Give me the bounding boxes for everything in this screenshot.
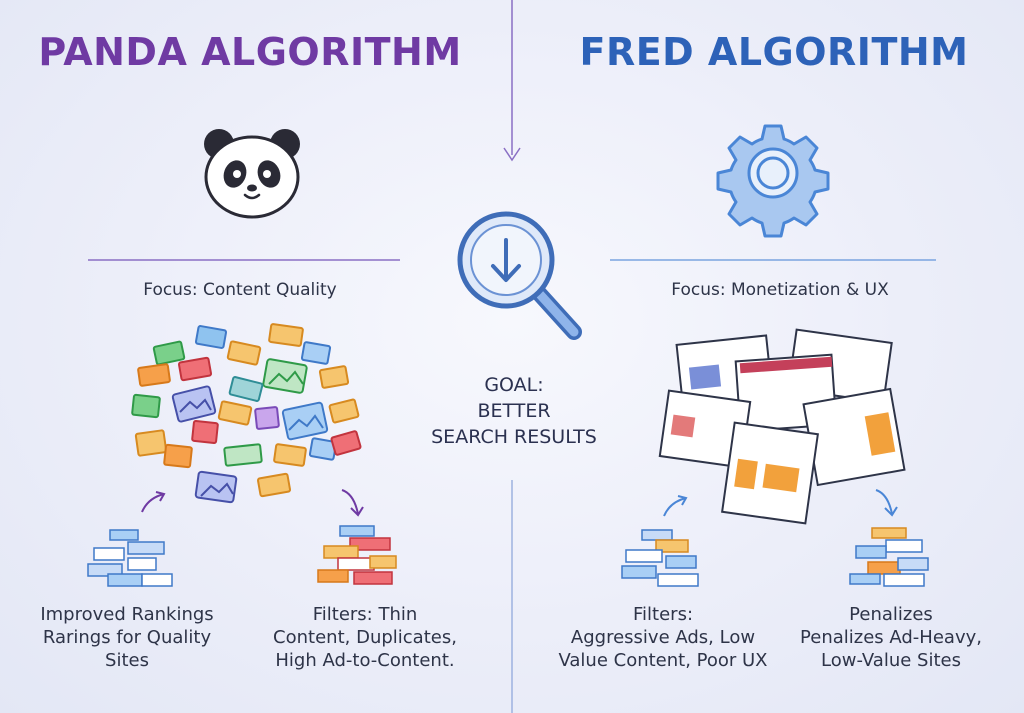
caption-line: Filters: Thin <box>312 604 418 625</box>
caption-line: Penalizes <box>849 604 933 625</box>
panda-filters-caption: Filters: Thin Content, Duplicates, High … <box>250 603 480 672</box>
caption-line: Rarings for Quality <box>42 627 212 648</box>
stacked-blocks-filtered <box>317 525 397 585</box>
caption-line: Sites <box>105 650 149 671</box>
trend-up-arrow-icon <box>141 491 166 513</box>
fred-title: FRED ALGORITHM <box>579 30 969 74</box>
magnifier-download-icon <box>457 211 582 340</box>
webpage-screens-cluster <box>658 328 906 525</box>
fred-filters-caption: Filters: Aggressive Ads, Low Value Conte… <box>548 603 778 672</box>
trend-down-arrow-icon <box>875 489 898 517</box>
stacked-blocks-fred-filters <box>621 529 699 587</box>
goal-line-1: GOAL: <box>484 374 544 396</box>
caption-line: Value Content, Poor UX <box>558 650 768 671</box>
caption-line: High Ad-to-Content. <box>275 650 455 671</box>
goal-text: GOAL: BETTER SEARCH RESULTS <box>404 372 624 450</box>
trend-up-arrow-icon <box>663 495 688 517</box>
stacked-blocks-improved <box>87 529 173 587</box>
gear-icon <box>716 124 830 238</box>
caption-line: Filters: <box>632 604 694 625</box>
caption-line: Improved Rankings <box>40 604 214 625</box>
caption-line: Aggressive Ads, Low <box>570 627 756 648</box>
caption-line: Content, Duplicates, <box>273 627 457 648</box>
fred-focus: Focus: Monetization & UX <box>671 280 889 300</box>
panda-focus: Focus: Content Quality <box>143 280 337 300</box>
panda-improved-caption: Improved Rankings Rarings for Quality Si… <box>22 603 232 672</box>
caption-line: Penalizes Ad-Heavy, <box>800 627 982 648</box>
trend-down-arrow-icon <box>341 489 364 517</box>
fred-penalizes-caption: Penalizes Penalizes Ad-Heavy, Low-Value … <box>786 603 996 672</box>
goal-line-2: BETTER <box>477 400 551 422</box>
panda-face-icon <box>204 129 300 219</box>
content-blocks-cluster <box>131 323 362 504</box>
caption-line: Low-Value Sites <box>821 650 961 671</box>
panda-title: PANDA ALGORITHM <box>38 30 462 74</box>
goal-line-3: SEARCH RESULTS <box>431 426 597 448</box>
stacked-blocks-fred-penalizes <box>849 527 929 587</box>
